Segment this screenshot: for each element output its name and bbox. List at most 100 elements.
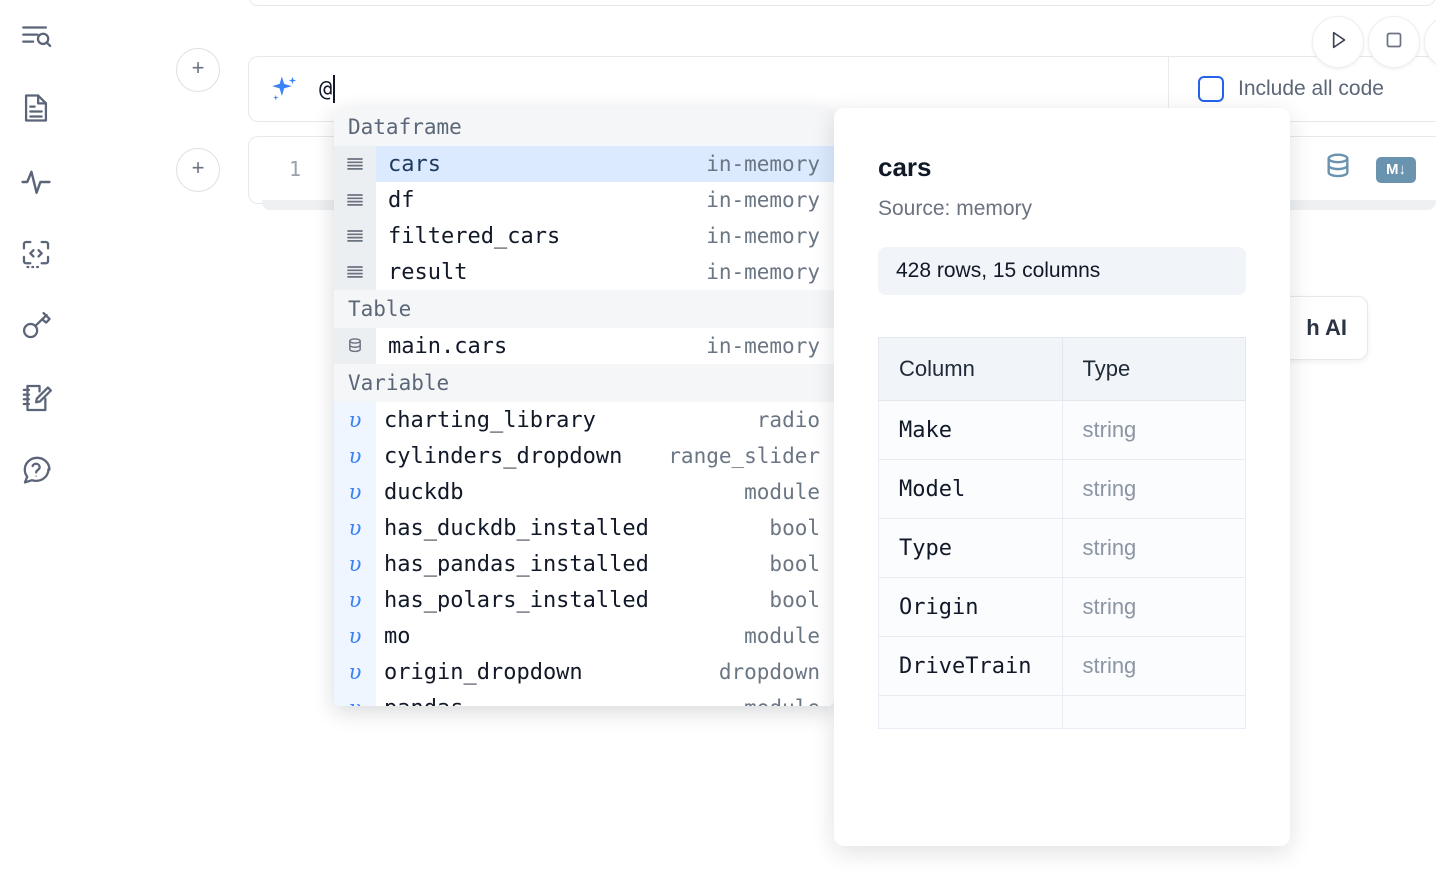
autocomplete-item[interactable]: filtered_cars in-memory (334, 218, 834, 254)
autocomplete-item-name: has_pandas_installed (384, 551, 649, 577)
sidebar-item-secrets[interactable] (14, 304, 58, 348)
autocomplete-item[interactable]: υ has_polars_installed bool (334, 582, 834, 618)
sidebar-item-variables[interactable] (14, 160, 58, 204)
include-all-code-label: Include all code (1238, 77, 1384, 100)
autocomplete-item-kind: in-memory (706, 260, 820, 284)
column-type-cell: string (1061, 518, 1246, 578)
sidebar-rail (0, 0, 72, 874)
autocomplete-item-name: df (388, 187, 415, 213)
doc-shape-badge: 428 rows, 15 columns (878, 247, 1246, 295)
file-text-icon (19, 91, 53, 125)
variable-glyph: υ (348, 552, 362, 576)
table-column-header: Type (1061, 337, 1246, 401)
autocomplete-item-kind: bool (769, 588, 820, 612)
variable-glyph: υ (348, 660, 362, 684)
table-column-header: Column (878, 337, 1063, 401)
add-cell-below-button[interactable]: + (176, 148, 220, 192)
sidebar-item-snippets[interactable] (14, 232, 58, 276)
run-cell-button[interactable] (1312, 16, 1364, 68)
column-name-cell (878, 695, 1063, 729)
add-cell-above-button[interactable]: + (176, 48, 220, 92)
stop-square-icon (1381, 27, 1407, 58)
line-number: 1 (288, 157, 301, 181)
variable-glyph: υ (348, 408, 362, 432)
column-name-cell: Type (878, 518, 1063, 578)
column-name-cell: DriveTrain (878, 636, 1063, 696)
code-snippet-icon (19, 237, 53, 271)
ai-prompt-value: @ (319, 76, 333, 102)
markdown-arrow: ↓ (1398, 161, 1407, 178)
rows-icon (334, 218, 376, 254)
variable-icon: υ (334, 546, 376, 582)
autocomplete-item-kind: bool (769, 516, 820, 540)
autocomplete-item-name: main.cars (388, 333, 508, 359)
variable-glyph: υ (349, 696, 362, 706)
column-name-cell: Model (878, 459, 1063, 519)
doc-source: Source: memory (878, 197, 1033, 220)
variable-icon: υ (334, 690, 376, 706)
column-name-cell: Make (878, 400, 1063, 460)
ai-prompt-input-wrap[interactable]: @ (249, 57, 1169, 121)
autocomplete-item[interactable]: υpandasmodule (334, 690, 834, 706)
include-all-code-checkbox[interactable] (1198, 76, 1224, 102)
markdown-icon[interactable]: M↓ (1376, 156, 1416, 183)
cell-action-icons: M↓ (1322, 151, 1416, 188)
sidebar-item-scratchpad[interactable] (14, 376, 58, 420)
autocomplete-item-kind: in-memory (706, 152, 820, 176)
sidebar-item-help[interactable] (14, 448, 58, 492)
sidebar-item-outline-search[interactable] (14, 14, 58, 58)
activity-icon (19, 165, 53, 199)
column-type-cell: string (1061, 459, 1246, 519)
autocomplete-item-kind: module (744, 624, 820, 648)
autocomplete-group-header: Variable (334, 364, 834, 402)
ai-prompt-input[interactable]: @ (319, 75, 336, 103)
autocomplete-item-name: has_polars_installed (384, 587, 649, 613)
autocomplete-item-name: duckdb (384, 479, 464, 505)
database-icon (334, 328, 376, 364)
rows-icon (334, 146, 376, 182)
variable-glyph: υ (348, 588, 362, 612)
text-cursor (333, 75, 336, 103)
autocomplete-item-name: result (388, 259, 468, 285)
autocomplete-item-name: filtered_cars (388, 223, 561, 249)
with-ai-label: h AI (1306, 315, 1347, 340)
autocomplete-item-kind: bool (769, 552, 820, 576)
include-all-code-row[interactable]: Include all code (1170, 57, 1384, 121)
previous-cell-card (248, 0, 1436, 6)
sparkle-icon (267, 72, 301, 106)
database-icon[interactable] (1322, 151, 1354, 188)
completion-documentation-panel: cars Source: memory 428 rows, 15 columns… (834, 108, 1290, 846)
autocomplete-item[interactable]: df in-memory (334, 182, 834, 218)
column-type-cell: string (1061, 577, 1246, 637)
autocomplete-item-name: has_duckdb_installed (384, 515, 649, 541)
autocomplete-item[interactable]: result in-memory (334, 254, 834, 290)
autocomplete-item[interactable]: υ has_duckdb_installed bool (334, 510, 834, 546)
autocomplete-item-kind: in-memory (706, 188, 820, 212)
autocomplete-group-header: Table (334, 290, 834, 328)
variable-glyph: υ (348, 516, 362, 540)
sidebar-item-files[interactable] (14, 86, 58, 130)
autocomplete-item[interactable]: υ has_pandas_installed bool (334, 546, 834, 582)
interrupt-button[interactable] (1368, 16, 1420, 68)
autocomplete-item-kind: in-memory (706, 224, 820, 248)
outline-search-icon (19, 19, 53, 53)
autocomplete-item-name: mo (384, 623, 411, 649)
help-chat-icon (19, 453, 53, 487)
column-type-cell (1061, 695, 1246, 729)
variable-glyph: υ (348, 444, 362, 468)
